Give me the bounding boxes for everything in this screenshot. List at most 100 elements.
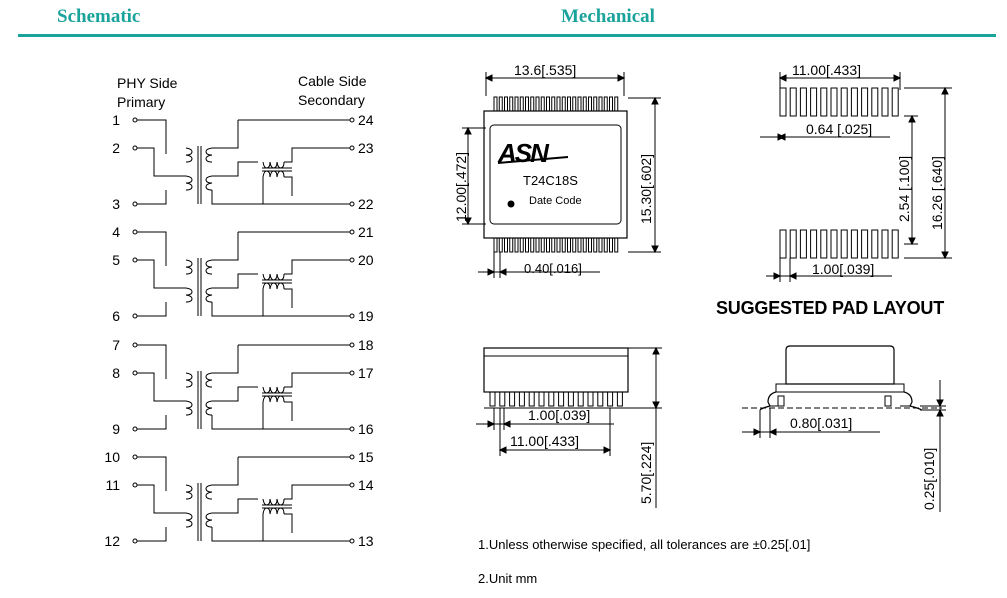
pin-terminal bbox=[132, 538, 138, 544]
pad bbox=[799, 87, 807, 117]
primary-coil bbox=[185, 147, 193, 163]
pin-label-left: 10 bbox=[104, 449, 120, 465]
phy-side-label: PHY Side bbox=[117, 75, 178, 91]
pad bbox=[779, 87, 787, 117]
pad bbox=[850, 229, 858, 259]
lead-dim: 0.80[.031] bbox=[790, 415, 852, 431]
pin-label-right: 17 bbox=[358, 365, 374, 381]
pin-label-right: 20 bbox=[358, 252, 374, 268]
lead bbox=[530, 96, 535, 112]
lead bbox=[609, 237, 613, 253]
pin-label-right: 19 bbox=[358, 308, 374, 324]
secondary-coil bbox=[205, 287, 213, 303]
pin-label-right: 16 bbox=[358, 421, 374, 437]
pad-length-dim: 2.54 [.100] bbox=[896, 156, 912, 222]
pin-terminal bbox=[349, 482, 355, 488]
pin-terminal bbox=[349, 426, 355, 432]
lead bbox=[567, 96, 571, 112]
pin-terminal bbox=[132, 145, 138, 151]
wire bbox=[211, 415, 350, 430]
pad bbox=[840, 87, 848, 117]
lead bbox=[509, 96, 514, 112]
wire bbox=[137, 372, 186, 402]
lead bbox=[551, 237, 556, 253]
logo-text: ASN bbox=[497, 138, 550, 168]
pin-label-left: 5 bbox=[112, 252, 120, 268]
wire bbox=[284, 259, 350, 275]
pad bbox=[881, 87, 889, 117]
lead bbox=[535, 96, 540, 112]
pad bbox=[871, 229, 879, 259]
pad bbox=[779, 229, 787, 259]
wire bbox=[284, 513, 293, 533]
lead bbox=[593, 237, 598, 253]
lead bbox=[546, 96, 550, 112]
pad-pitch-dim: 1.00[.039] bbox=[812, 261, 874, 277]
lead bbox=[498, 96, 503, 112]
wire bbox=[137, 190, 167, 205]
pad bbox=[820, 87, 828, 117]
pad bbox=[799, 229, 807, 259]
pin-label-right: 14 bbox=[358, 477, 374, 493]
side-lead bbox=[528, 391, 535, 407]
lead bbox=[514, 96, 519, 112]
wire bbox=[212, 120, 239, 149]
pin-terminal bbox=[349, 257, 355, 263]
choke-coil bbox=[262, 395, 285, 403]
lead bbox=[588, 96, 592, 112]
side-lead bbox=[548, 391, 555, 407]
lead bbox=[593, 96, 598, 112]
wire bbox=[211, 190, 350, 205]
side-lead bbox=[616, 391, 623, 407]
pin1-dot bbox=[507, 200, 515, 208]
secondary-coil bbox=[205, 259, 213, 275]
side-lead bbox=[538, 391, 545, 407]
choke-coil bbox=[262, 498, 285, 506]
pin-label-left: 6 bbox=[112, 308, 120, 324]
lead bbox=[561, 96, 566, 112]
pin-label-left: 3 bbox=[112, 196, 120, 212]
wire bbox=[211, 302, 350, 317]
pad bbox=[820, 229, 828, 259]
side-lead bbox=[509, 391, 516, 407]
date-code-label: Date Code bbox=[529, 195, 582, 207]
lead bbox=[530, 237, 535, 253]
choke-coil bbox=[262, 170, 285, 178]
pin-label-right: 13 bbox=[358, 533, 374, 549]
side-lead bbox=[567, 391, 574, 407]
choke-coil bbox=[262, 273, 285, 281]
wire bbox=[211, 527, 350, 542]
lead bbox=[556, 96, 561, 112]
pin-terminal bbox=[349, 342, 355, 348]
wire bbox=[284, 401, 293, 421]
top-width-dim: 13.6[.535] bbox=[514, 62, 576, 78]
choke-coil bbox=[262, 386, 285, 394]
pin-label-left: 1 bbox=[112, 112, 120, 128]
primary-coil bbox=[185, 259, 193, 275]
pin-label-right: 23 bbox=[358, 140, 374, 156]
pin-terminal bbox=[132, 454, 138, 460]
end-view: 0.80[.031] 0.25[.010] bbox=[742, 345, 946, 512]
pin-terminal bbox=[132, 426, 138, 432]
wire bbox=[137, 231, 167, 266]
lead bbox=[603, 96, 608, 112]
wire bbox=[137, 456, 167, 491]
primary-coil bbox=[185, 175, 193, 191]
lead bbox=[614, 237, 619, 253]
wire bbox=[137, 484, 186, 514]
lead bbox=[577, 237, 582, 253]
pin-terminal bbox=[349, 454, 355, 460]
secondary-coil bbox=[205, 372, 213, 388]
part-number: T24C18S bbox=[523, 173, 578, 188]
pin-label-left: 9 bbox=[112, 421, 120, 437]
secondary-label: Secondary bbox=[298, 92, 365, 108]
wire bbox=[284, 147, 350, 163]
pin-label-left: 4 bbox=[112, 224, 120, 240]
wire bbox=[212, 161, 258, 177]
pad-overall-dim: 16.26 [.640] bbox=[929, 156, 945, 230]
